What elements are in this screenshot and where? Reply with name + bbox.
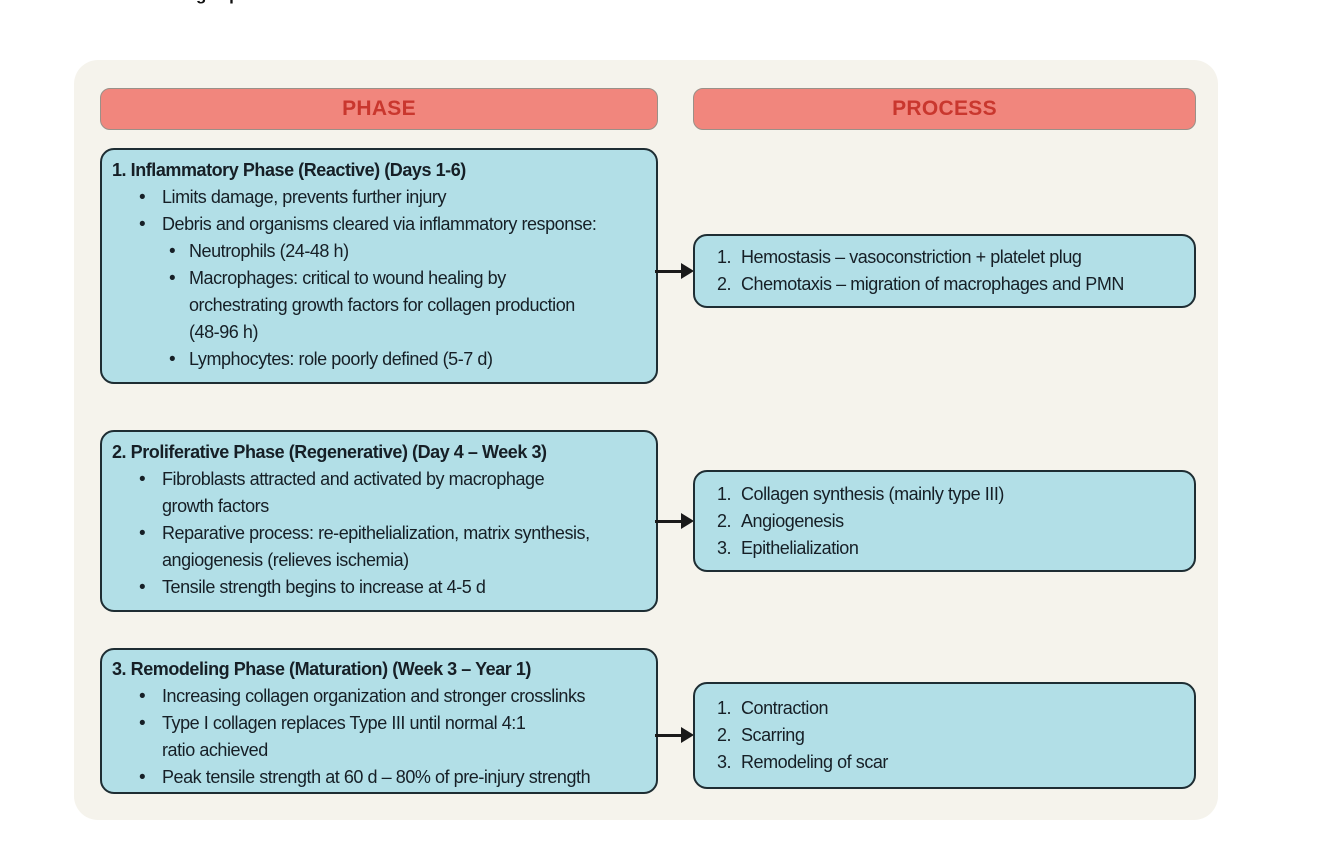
cropped-text-fragment: g p <box>196 0 286 4</box>
phase-box: 1. Inflammatory Phase (Reactive) (Days 1… <box>100 148 658 384</box>
process-item-number: 2. <box>717 725 732 745</box>
process-item: 1. Contraction <box>717 695 1184 722</box>
right-arrow-icon <box>655 513 695 529</box>
process-box: 1. Contraction 2. Scarring 3. Remodeling of s… <box>693 682 1196 789</box>
process-item: 1. Hemostasis – vasoconstriction + platel… <box>717 244 1184 271</box>
bullet-item: Fibroblasts attracted and activated by m… <box>112 466 644 520</box>
process-item-text: Remodeling of scar <box>741 752 888 772</box>
process-item: 1. Collagen synthesis (mainly type III) <box>717 481 1184 508</box>
process-item: 3. Epithelialization <box>717 535 1184 562</box>
process-item-number: 1. <box>717 698 732 718</box>
process-item: 3. Remodeling of scar <box>717 749 1184 776</box>
process-item: 2. Scarring <box>717 722 1184 749</box>
phase-title: 2. Proliferative Phase (Regenerative) (D… <box>112 442 547 462</box>
process-item: 2. Chemotaxis – migration of macrophages … <box>717 271 1184 298</box>
bullet-item: Tensile strength begins to increase at 4… <box>112 574 644 601</box>
process-item-number: 3. <box>717 537 732 558</box>
bullet-item: Reparative process: re-epithelialization… <box>112 520 644 574</box>
arrow-shaft <box>655 519 683 523</box>
process-list: 1. Collagen synthesis (mainly type III) 2.… <box>717 481 1184 562</box>
phase-title: 3. Remodeling Phase (Maturation) (Week 3… <box>112 659 531 679</box>
process-item-number: 1. <box>717 247 732 267</box>
right-arrow-icon <box>655 727 695 743</box>
process-item-text: Contraction <box>741 698 829 718</box>
phase-box: 3. Remodeling Phase (Maturation) (Week 3… <box>100 648 658 794</box>
column-header-process: PROCESS <box>693 88 1196 130</box>
process-item-number: 2. <box>717 274 732 294</box>
process-box: 1. Collagen synthesis (mainly type III) 2.… <box>693 470 1196 572</box>
bullet-item: Type I collagen replaces Type III until … <box>112 710 644 764</box>
column-header-phase: PHASE <box>100 88 658 130</box>
process-header-label: PROCESS <box>892 97 997 120</box>
arrow-shaft <box>655 733 683 737</box>
process-item-text: Scarring <box>741 725 805 745</box>
process-item-number: 3. <box>717 752 732 772</box>
process-item-number: 1. <box>717 483 732 504</box>
process-item-text: Epithelialization <box>741 537 859 558</box>
arrow-shaft <box>655 269 683 273</box>
process-item-number: 2. <box>717 510 732 531</box>
bullet-item: Limits damage, prevents further injury <box>112 184 644 211</box>
bullet-item: Peak tensile strength at 60 d – 80% of p… <box>112 764 644 791</box>
bullet-item: Neutrophils (24-48 h) <box>112 238 644 265</box>
process-list: 1. Contraction 2. Scarring 3. Remodeling of s… <box>717 695 1184 776</box>
right-arrow-icon <box>655 263 695 279</box>
arrow-head <box>681 263 694 279</box>
process-item-text: Chemotaxis – migration of macrophages an… <box>741 274 1124 294</box>
bullet-item: Macrophages: critical to wound healing b… <box>112 265 644 346</box>
phase-bullet-list: Increasing collagen organization and str… <box>112 683 644 791</box>
bullet-item: Lymphocytes: role poorly defined (5-7 d) <box>112 346 644 373</box>
phase-bullet-list: Limits damage, prevents further injuryDe… <box>112 184 644 373</box>
phase-title: 1. Inflammatory Phase (Reactive) (Days 1… <box>112 160 466 180</box>
phase-header-label: PHASE <box>342 97 416 120</box>
phase-box: 2. Proliferative Phase (Regenerative) (D… <box>100 430 658 612</box>
process-item-text: Angiogenesis <box>741 510 844 531</box>
bullet-item: Increasing collagen organization and str… <box>112 683 644 710</box>
process-item-text: Hemostasis – vasoconstriction + platelet… <box>741 247 1082 267</box>
process-item: 2. Angiogenesis <box>717 508 1184 535</box>
process-list: 1. Hemostasis – vasoconstriction + platel… <box>717 244 1184 298</box>
bullet-item: Debris and organisms cleared via inflamm… <box>112 211 644 238</box>
arrow-head <box>681 727 694 743</box>
arrow-head <box>681 513 694 529</box>
process-item-text: Collagen synthesis (mainly type III) <box>741 483 1004 504</box>
phase-bullet-list: Fibroblasts attracted and activated by m… <box>112 466 644 601</box>
process-box: 1. Hemostasis – vasoconstriction + platel… <box>693 234 1196 308</box>
